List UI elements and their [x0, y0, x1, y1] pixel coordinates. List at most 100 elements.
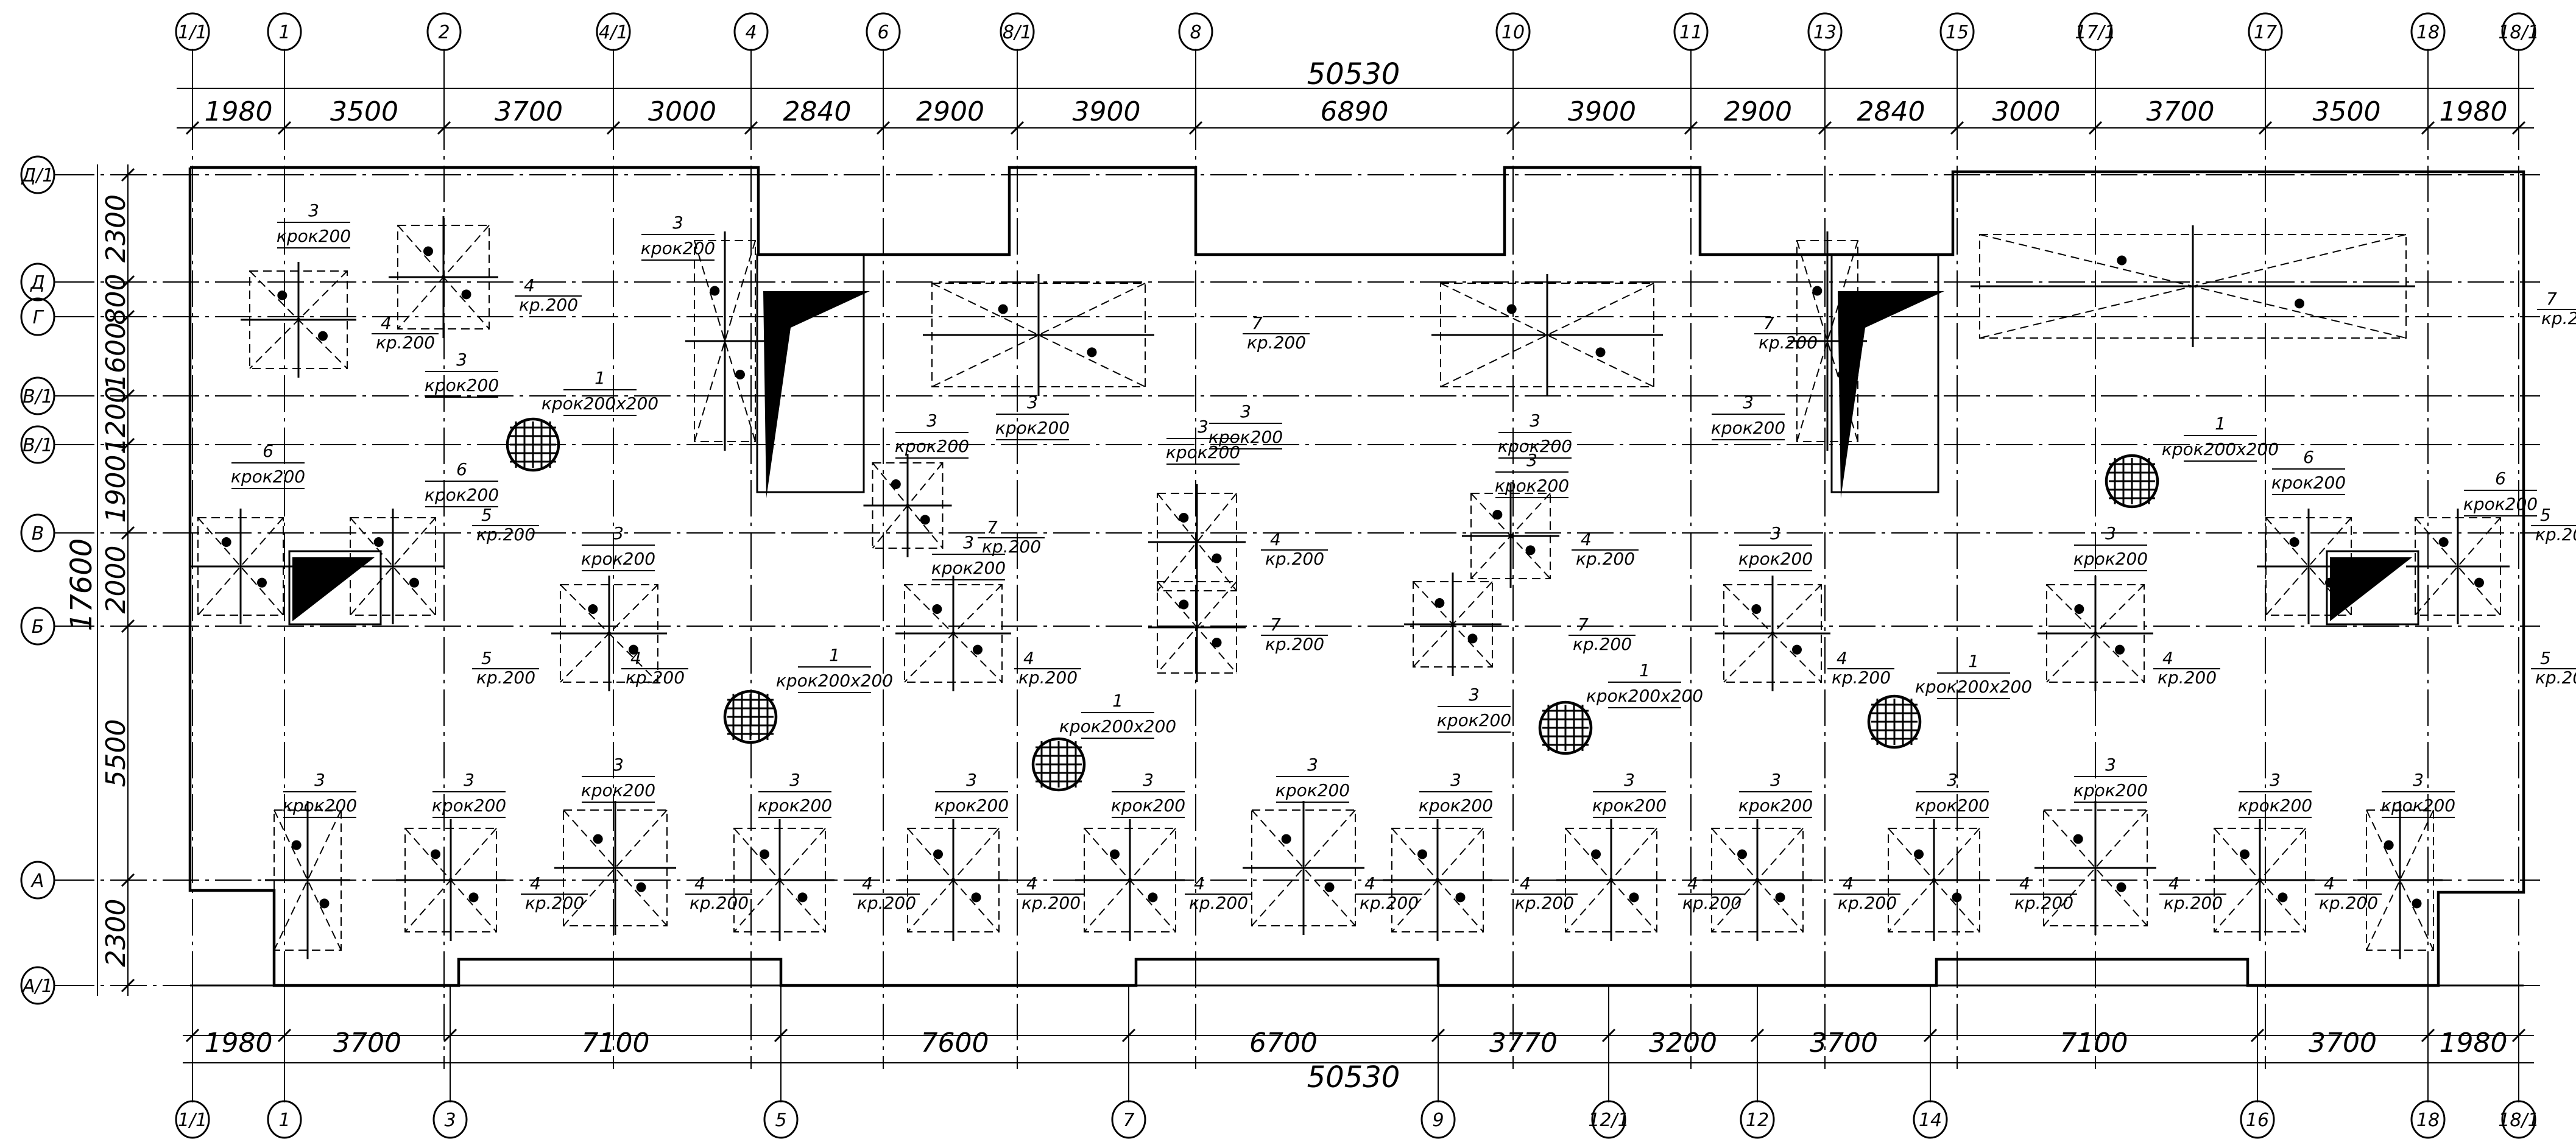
- prop-node: [1417, 849, 1427, 859]
- callout-text: кр.200: [2535, 524, 2576, 545]
- prop-node: [998, 304, 1008, 314]
- callout-number: 7: [1763, 313, 1774, 333]
- callout-number: 1: [1968, 651, 1979, 671]
- dim-tick: [2088, 121, 2103, 135]
- callout-number: 4: [1837, 648, 1847, 668]
- axis-marker: [175, 12, 210, 51]
- callout-number: 3: [456, 350, 467, 370]
- grate-circle: [2105, 454, 2159, 509]
- grate-opening: [1538, 700, 1593, 755]
- frame-diagonal: [350, 517, 436, 616]
- prop-node: [1179, 599, 1189, 610]
- callout-number: 3: [1469, 685, 1480, 705]
- dim-top-value: 2840: [1857, 96, 1925, 127]
- dim-tick: [876, 121, 891, 135]
- frame-diagonal: [694, 240, 756, 442]
- grate-opening: [723, 689, 778, 744]
- prop-node: [1737, 849, 1747, 859]
- callout-text: крок200x200: [542, 393, 658, 414]
- dim-tick: [121, 978, 135, 993]
- callout-number: 3: [308, 200, 319, 220]
- callout-number: 3: [926, 411, 937, 431]
- callout-text: кр.200: [690, 893, 749, 913]
- prop-node: [257, 577, 267, 588]
- dim-left-value: 5500: [101, 719, 132, 788]
- frame-diagonal: [1157, 493, 1237, 591]
- frame-diagonal: [694, 240, 756, 442]
- callout-number: 3: [1526, 450, 1537, 470]
- shaft-fill: [1838, 291, 1944, 498]
- dim-tick: [2511, 121, 2526, 135]
- dim-top-value: 6890: [1321, 96, 1389, 127]
- prop-node: [1525, 545, 1536, 555]
- prop-node: [319, 898, 330, 909]
- dim-bottom-value: 3200: [1649, 1027, 1717, 1059]
- formwork-frame: [863, 454, 952, 557]
- axis-marker: [1807, 12, 1843, 51]
- callout-number: 5: [2540, 505, 2551, 525]
- axis-marker-label: 18/1: [2498, 1110, 2539, 1131]
- axis-marker: [596, 12, 631, 51]
- callout-text: кр.200: [519, 295, 578, 315]
- callout-number: 4: [2324, 873, 2335, 894]
- formwork-frame: [265, 801, 350, 959]
- axis-marker-label: А: [30, 870, 44, 892]
- dim-tick: [1750, 1028, 1765, 1043]
- prop-node: [423, 246, 433, 256]
- callout-text: кр.200: [525, 893, 584, 913]
- prop-node: [588, 604, 598, 614]
- callout-text: крок200: [2073, 549, 2148, 569]
- prop-node: [2117, 255, 2127, 266]
- callout-number: 7: [1578, 615, 1589, 635]
- callout-number: 4: [694, 873, 705, 894]
- dim-tick: [121, 873, 135, 887]
- callout-number: 3: [1198, 417, 1209, 437]
- shaft-openings: [288, 253, 2419, 626]
- prop-node: [1212, 553, 1222, 563]
- callout-text: крок200: [1738, 549, 1813, 569]
- callout-text: кр.200: [2164, 893, 2223, 913]
- callout-text: крок200: [931, 558, 1006, 578]
- formwork-frame: [685, 231, 764, 451]
- callout-text: крок200x200: [1059, 716, 1176, 736]
- callout-text: кр.200: [1515, 893, 1574, 913]
- exterior-wall-outline: [188, 166, 2525, 987]
- prop-node: [1087, 347, 1097, 358]
- callout-number: 7: [1252, 313, 1263, 333]
- formwork-frame: [725, 819, 835, 941]
- axis-marker-label: 5: [775, 1110, 786, 1131]
- elevator-opening: [2326, 550, 2419, 626]
- callout-number: 1: [1639, 660, 1650, 680]
- callout-text: крок200x200: [1586, 686, 1703, 706]
- dim-left-value: 2300: [101, 194, 132, 263]
- axis-marker-label: 1/1: [178, 1110, 207, 1131]
- callout-text: кр.200: [1360, 893, 1419, 913]
- dim-tick: [121, 167, 135, 182]
- prop-node: [973, 644, 983, 655]
- callout-text: крок200: [758, 795, 832, 816]
- axis-marker: [20, 155, 55, 194]
- axis-marker-label: 14: [1919, 1110, 1942, 1131]
- formwork-frame: [189, 509, 292, 624]
- formwork-frame: [1971, 225, 2415, 347]
- callout-text: крок200: [283, 795, 357, 816]
- formwork-frame: [551, 576, 667, 691]
- axis-marker: [432, 1100, 468, 1139]
- callout-number: 3: [1240, 401, 1251, 421]
- callout-number: 4: [1687, 873, 1698, 894]
- axis-marker: [175, 1100, 210, 1139]
- callout-number: 4: [1194, 873, 1205, 894]
- callout-number: 4: [2162, 648, 2173, 668]
- axis-marker-label: 13: [1813, 22, 1837, 43]
- dim-top-value: 3700: [2147, 96, 2215, 127]
- dim-top-value: 2900: [916, 96, 984, 127]
- dim-tick: [1431, 1028, 1445, 1043]
